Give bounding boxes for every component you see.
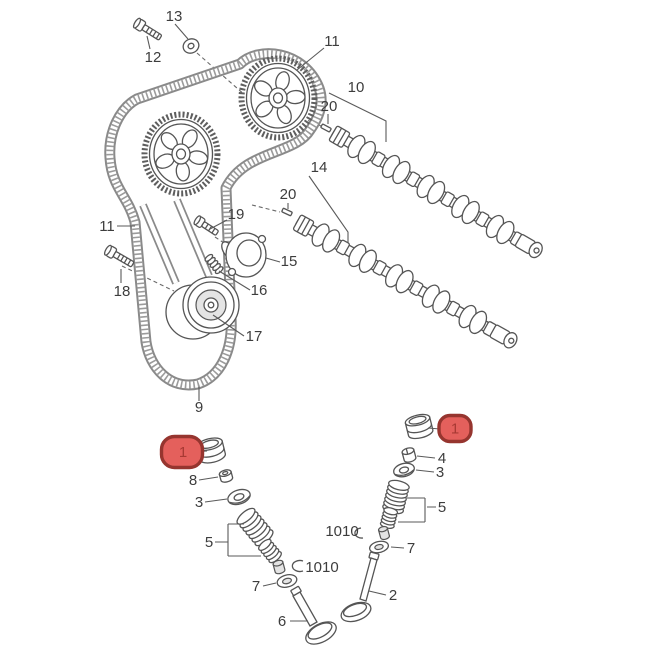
bolt-18	[103, 244, 135, 268]
callout-1-left: 1	[179, 444, 187, 461]
seal-ring-left	[291, 559, 304, 573]
dowel-pin-20-lower	[281, 207, 293, 217]
valve-stem-seal-right	[377, 525, 390, 541]
callout-10: 10	[348, 79, 365, 96]
callout-6: 6	[278, 613, 286, 630]
bolt-19	[193, 215, 219, 236]
valve-6	[290, 585, 337, 645]
camshaft-10	[328, 125, 543, 259]
valve-spring-inner-right	[379, 507, 399, 529]
callout-5-left: 5	[205, 534, 213, 551]
callout-20-upper: 20	[321, 98, 338, 115]
spring-seat-7-right	[368, 540, 390, 554]
valve-keeper-4	[401, 447, 417, 463]
callout-11-left: 11	[99, 218, 115, 235]
leader-lines	[117, 23, 441, 622]
valve-stem-seal-left	[272, 559, 286, 575]
seal-housing-15	[221, 232, 267, 278]
spring-seat-7-left	[276, 574, 298, 588]
callout-7-left: 7	[252, 578, 260, 595]
callout-20-lower: 20	[280, 186, 297, 203]
camshaft-sprocket-upper	[238, 55, 318, 141]
valve-2	[340, 551, 380, 623]
part-number-labels: 13 12 11 10 20 14 20 11 19 15 16 18 17 9…	[99, 8, 446, 630]
valve-assembly-right	[340, 413, 434, 623]
callout-1010-right: 1010	[325, 523, 358, 540]
callout-4: 4	[438, 450, 446, 467]
callout-15: 15	[281, 253, 298, 270]
tensioner-pulley-17	[165, 276, 240, 340]
adjusting-nut-8	[218, 469, 234, 483]
callout-19: 19	[228, 206, 245, 223]
washer-13	[182, 38, 200, 54]
callout-1010-left: 1010	[305, 559, 338, 576]
callout-5-right: 5	[438, 499, 446, 516]
callout-3-left: 3	[195, 494, 203, 511]
bolt-12	[132, 17, 163, 41]
callout-2: 2	[389, 587, 397, 604]
callout-8: 8	[189, 472, 197, 489]
tappet-right	[404, 413, 434, 440]
callout-16: 16	[251, 282, 268, 299]
timing-belt	[104, 48, 327, 391]
valve-assembly-left	[196, 437, 337, 645]
callout-14: 14	[311, 159, 328, 176]
camshaft-14	[292, 214, 518, 349]
spring-retainer-3-left	[227, 488, 251, 506]
dowel-pin-20-upper	[320, 123, 332, 133]
callout-7-right: 7	[407, 540, 415, 557]
camshaft-sprocket-lower	[141, 111, 221, 197]
callout-12: 12	[145, 49, 162, 66]
callout-3-right: 3	[436, 464, 444, 481]
callout-18: 18	[114, 283, 131, 300]
callout-13: 13	[166, 8, 183, 25]
callout-11-top: 11	[324, 33, 340, 50]
highlight-badge-1-left[interactable]: 1	[159, 434, 205, 470]
highlight-badge-1-right[interactable]: 1	[437, 413, 473, 444]
seal-ring-right	[354, 527, 364, 539]
spring-retainer-3-right	[393, 462, 415, 478]
callout-9: 9	[195, 399, 203, 416]
callout-17: 17	[246, 328, 263, 345]
valve-spring-inner-left	[258, 538, 282, 564]
callout-1-right: 1	[451, 421, 459, 438]
tensioner-spring-16	[204, 253, 224, 275]
